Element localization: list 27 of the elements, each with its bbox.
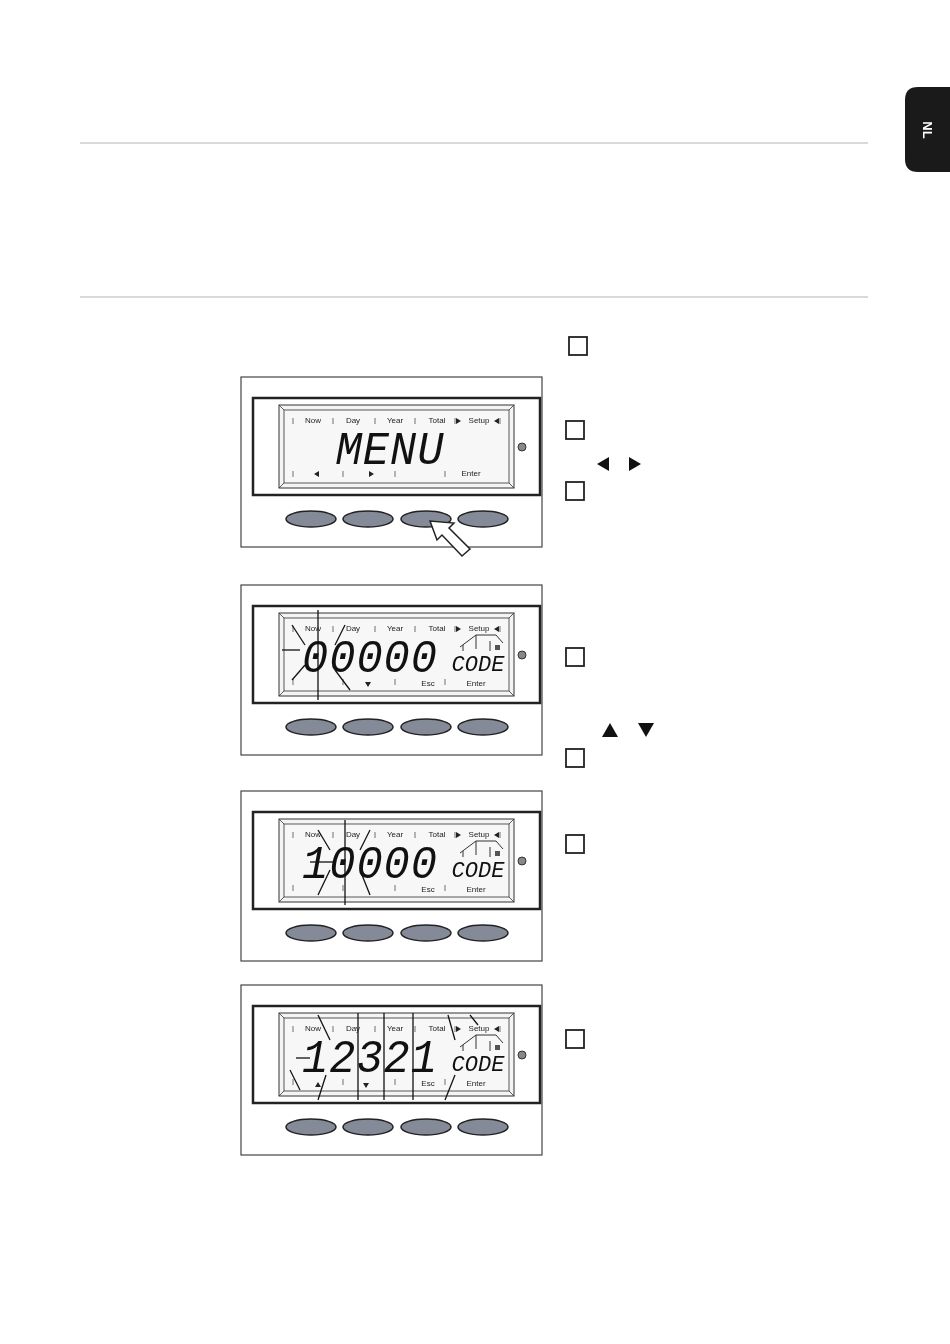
display-readout: CODE — [451, 655, 505, 677]
display-label: Setup — [468, 1025, 490, 1033]
display-label: Year — [386, 625, 404, 633]
display-label: Year — [386, 831, 404, 839]
display-label: Now — [305, 831, 321, 839]
display-label: Year — [386, 1025, 404, 1033]
display-label: Total — [428, 625, 446, 633]
display-label: Day — [345, 417, 361, 425]
display-label: Now — [305, 1025, 321, 1033]
display-label: Total — [428, 831, 446, 839]
display-label: Day — [345, 831, 361, 839]
display-label: Enter — [466, 886, 486, 894]
display-label: Setup — [468, 625, 490, 633]
display-readout: MENU — [335, 429, 445, 475]
display-readout: CODE — [451, 1055, 505, 1077]
display-label: Year — [386, 417, 404, 425]
display-label: Total — [428, 1025, 446, 1033]
display-label: Total — [428, 417, 446, 425]
display-label: Now — [305, 417, 321, 425]
display-label: Enter — [466, 680, 486, 688]
display-label: Enter — [466, 1080, 486, 1088]
display-label: Enter — [461, 470, 481, 478]
display-label: Setup — [468, 831, 490, 839]
language-tab-text: NL — [920, 121, 934, 139]
display-label: Day — [345, 625, 361, 633]
display-readout: CODE — [451, 861, 505, 883]
display-label: Setup — [468, 417, 490, 425]
